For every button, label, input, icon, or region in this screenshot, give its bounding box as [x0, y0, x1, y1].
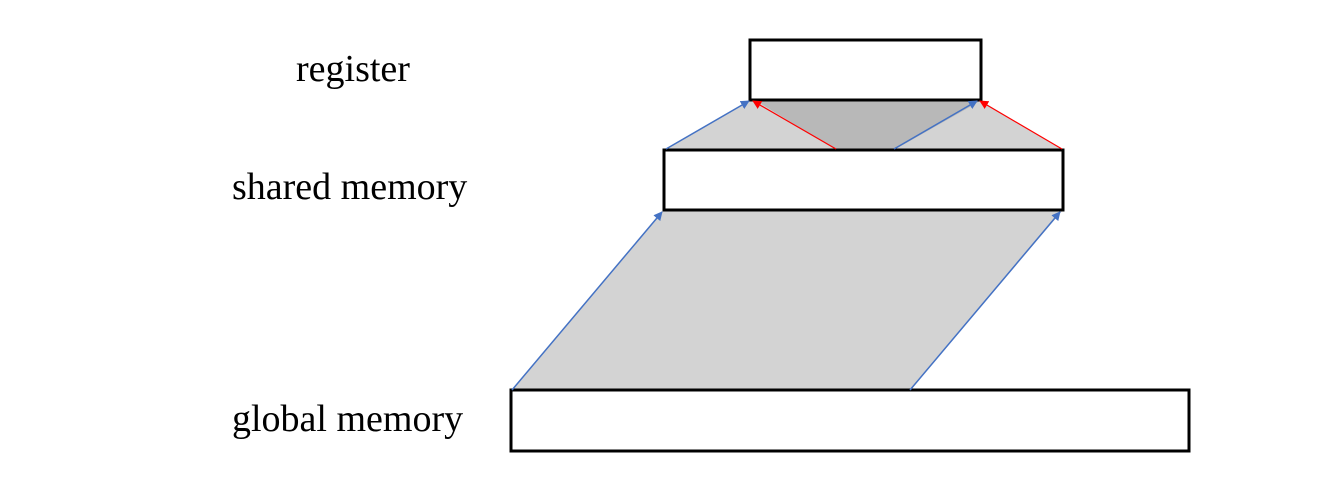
register-label: register: [296, 48, 410, 90]
shared-to-register-arrow-blue-left: [665, 100, 750, 150]
shared-to-register-arrow-red-right: [979, 100, 1063, 150]
shared-to-register-arrow-blue-right: [893, 100, 978, 150]
shared-memory-label: shared memory: [232, 166, 468, 208]
global-to-shared-arrow-right: [909, 211, 1061, 391]
global-memory-label: global memory: [232, 398, 464, 440]
global-to-shared-arrow-left: [511, 211, 663, 391]
register-overlap-region: [755, 100, 982, 150]
global-to-shared-region: [512, 210, 1063, 390]
shared-memory-box: [662, 148, 1065, 212]
register-box: [748, 38, 983, 102]
global-memory-box: [509, 388, 1191, 453]
shared-to-register-arrow-red-left: [752, 100, 837, 150]
